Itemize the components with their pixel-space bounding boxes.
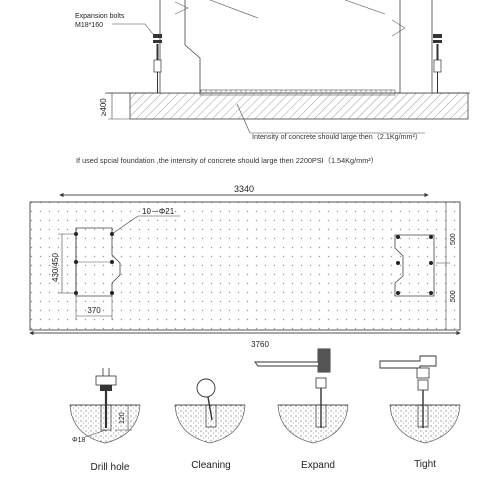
step-label-tight: Tight	[414, 459, 436, 470]
step-tight	[379, 355, 461, 444]
right-dim-bottom: 500	[450, 290, 457, 302]
drill-depth-label: 120	[119, 412, 126, 424]
left-expansion-bolt	[153, 34, 162, 93]
step-label-expand: Expand	[301, 460, 335, 471]
wrench-icon	[379, 355, 437, 369]
left-width-label: 370	[87, 306, 101, 315]
left-height-label: 430/450	[51, 253, 60, 282]
overall-width-bottom: 3760	[251, 340, 269, 349]
overall-width-top: 3340	[234, 184, 254, 194]
step-drill-hole: 120 Φ18	[69, 368, 141, 444]
right-column	[344, 0, 433, 94]
section-view: Expansion bolts M18*160 ≥400 Intensity o…	[75, 0, 470, 141]
blower-bulb-icon	[196, 378, 216, 398]
drill-diameter-label: Φ18	[72, 437, 85, 444]
plan-view: 3340 10－Φ21	[29, 184, 461, 349]
install-steps: 120 Φ18	[69, 348, 461, 473]
drill-icon	[95, 375, 117, 386]
step-cleaning	[174, 378, 246, 444]
holes-label: 10－Φ21	[142, 207, 175, 216]
depth-label: ≥400	[99, 98, 108, 116]
right-expansion-bolt	[433, 34, 442, 93]
step-label-drill-hole: Drill hole	[91, 462, 130, 473]
special-foundation-note: If used spcial foundation ,the intensity…	[76, 156, 378, 165]
right-base-plate	[394, 234, 435, 297]
concrete-slab	[129, 92, 469, 120]
step-label-cleaning: Cleaning	[191, 460, 230, 471]
anchor-holes-right	[396, 235, 433, 295]
left-base-plate	[75, 227, 121, 297]
bolt-label-line1: Expansion bolts	[75, 13, 125, 20]
bolt-label-line2: M18*160	[75, 22, 103, 29]
foundation-plan	[29, 201, 461, 331]
concrete-note: Intensity of concrete should large then（…	[252, 133, 422, 141]
right-dim-top: 500	[450, 233, 457, 245]
left-column	[159, 0, 259, 94]
step-expand	[254, 348, 349, 444]
